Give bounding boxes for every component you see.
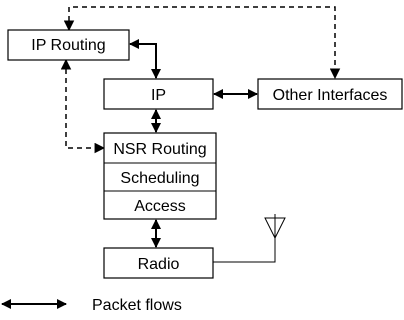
ip-label: IP — [151, 87, 166, 104]
radio-box: Radio — [103, 247, 214, 279]
access-label: Access — [134, 198, 186, 215]
antenna-icon — [264, 214, 286, 240]
nsr-stack: NSR Routing Scheduling Access — [103, 132, 217, 220]
legend-label: Packet flows — [92, 297, 182, 314]
other-interfaces-label: Other Interfaces — [273, 87, 388, 104]
flow-iprouting-ip — [129, 39, 161, 79]
ip-box: IP — [103, 78, 214, 110]
radio-label: Radio — [138, 256, 180, 273]
scheduling-label: Scheduling — [120, 170, 199, 187]
legend: Packet flows — [1, 297, 182, 314]
ip-routing-box: IP Routing — [7, 29, 130, 61]
ip-routing-label: IP Routing — [31, 37, 105, 54]
nsr-routing-label: NSR Routing — [113, 141, 206, 158]
other-interfaces-box: Other Interfaces — [257, 78, 403, 110]
radio-antenna-line — [213, 222, 276, 263]
control-path-top — [63, 6, 341, 80]
control-path-nsr — [60, 58, 106, 154]
